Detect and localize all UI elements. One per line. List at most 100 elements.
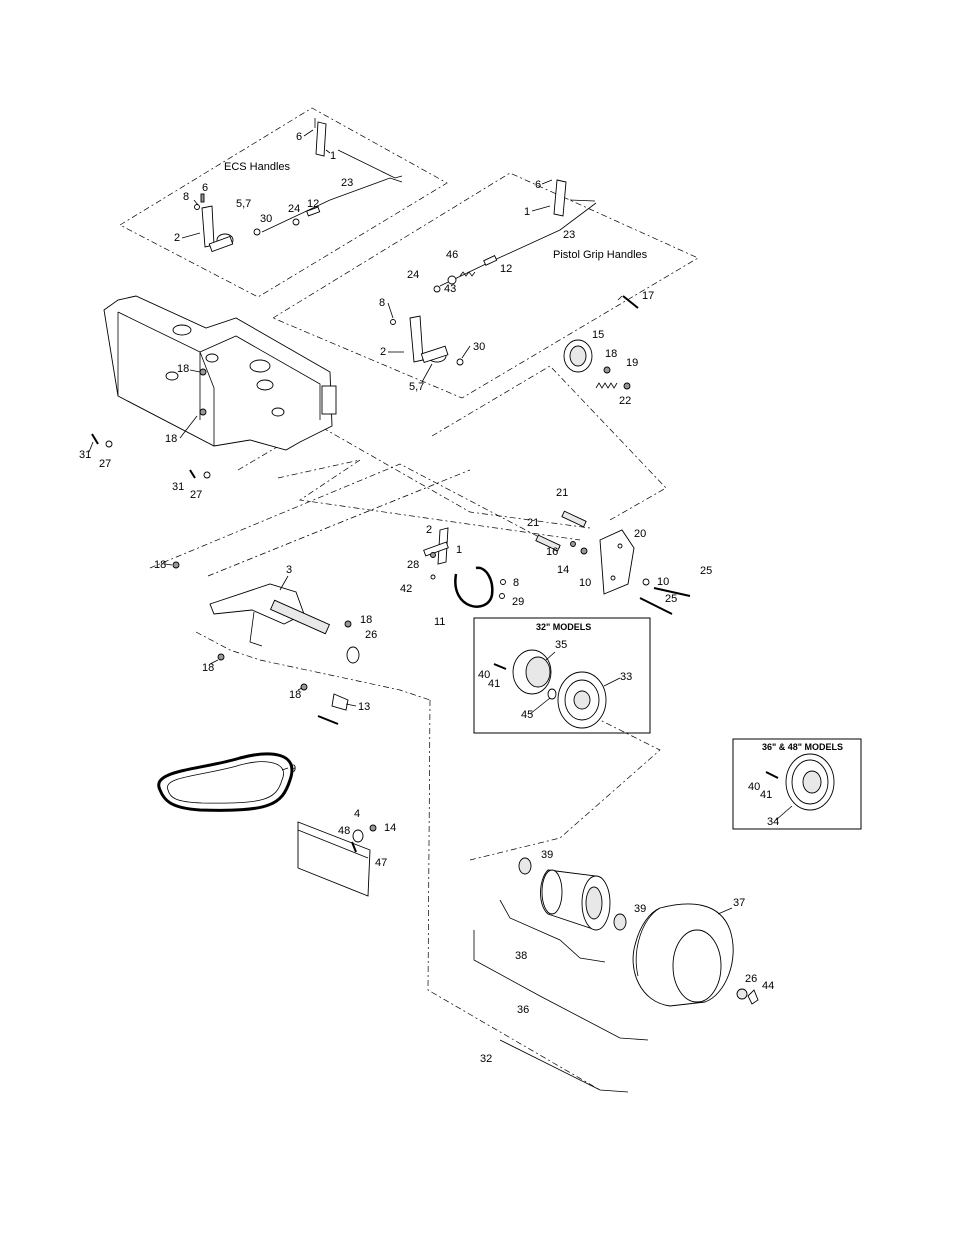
callout: 44: [762, 980, 774, 992]
callout: 12: [500, 263, 512, 275]
callout: 11: [434, 616, 445, 628]
callout: 8: [183, 191, 189, 203]
callout: 26: [365, 629, 377, 641]
callout: 19: [626, 357, 638, 369]
callout: 41: [488, 678, 500, 690]
ecs-handles-title: ECS Handles: [224, 161, 291, 173]
frame: [104, 296, 332, 450]
callout: 6: [296, 131, 302, 143]
callout: 29: [512, 596, 524, 608]
callout: 18: [202, 662, 214, 674]
bushing-39a: [519, 858, 531, 874]
pistol-handle-upper: [554, 180, 566, 216]
callout: 46: [446, 249, 458, 261]
pistol-rod: [440, 203, 596, 286]
callout: 5,7: [409, 381, 424, 393]
bushing-39b: [614, 914, 626, 930]
ecs-panel-outline: [120, 108, 447, 297]
drive-lever-assembly: 18 3 18 26 18 18 13: [154, 559, 377, 724]
callout: 33: [620, 671, 632, 683]
callout: 3: [286, 564, 292, 576]
callout: 18: [605, 348, 617, 360]
models-36-48-group: 36" & 48" MODELS 40 41 34: [733, 739, 861, 829]
callout: 18: [289, 689, 301, 701]
callout: 37: [733, 897, 745, 909]
ecs-bracket: [202, 206, 214, 247]
callout: 48: [338, 825, 350, 837]
callout: 43: [444, 283, 456, 295]
callout: 20: [634, 528, 646, 540]
callout: 10: [579, 577, 591, 589]
callout: 18: [165, 433, 177, 445]
ecs-handle-upper: [316, 122, 326, 156]
callout: 4: [354, 808, 360, 820]
callout: 5,7: [236, 198, 251, 210]
callout: 22: [619, 395, 631, 407]
models-36-48-title: 36" & 48" MODELS: [762, 742, 843, 752]
pistol-grip-title: Pistol Grip Handles: [553, 249, 648, 261]
callout: 31: [172, 481, 184, 493]
pistol-grip-handles-group: Pistol Grip Handles 6 1 23 46 24 43 12 8: [273, 173, 698, 407]
callout: 6: [535, 179, 541, 191]
callout: 8: [379, 297, 385, 309]
callout: 28: [407, 559, 419, 571]
callout: 41: [760, 789, 772, 801]
callout: 39: [634, 903, 646, 915]
callout: 6: [202, 182, 208, 194]
callout: 35: [555, 639, 567, 651]
callout: 18: [154, 559, 166, 571]
callout: 24: [407, 269, 419, 281]
callout: 1: [456, 544, 462, 556]
pistol-bracket: [410, 316, 423, 362]
models-32-title: 32" MODELS: [536, 622, 591, 632]
callout: 1: [330, 150, 336, 162]
callout: 15: [592, 329, 604, 341]
callout: 9: [290, 763, 296, 775]
mount-plate: [600, 530, 634, 594]
ecs-rod: [262, 178, 402, 232]
brake-band: [455, 568, 492, 607]
callout: 8: [513, 577, 519, 589]
callout: 2: [380, 346, 386, 358]
callout: 36: [517, 1004, 529, 1016]
callout: 42: [400, 583, 412, 595]
scraper-group: 4 48 14 47: [298, 808, 396, 896]
callout: 1: [524, 206, 530, 218]
callout: 13: [358, 701, 370, 713]
callout: 23: [563, 229, 575, 241]
models-32-group: 32" MODELS 35 40 41 33 45: [474, 618, 650, 733]
callout: 25: [700, 565, 712, 577]
callout: 21: [527, 517, 539, 529]
frame-assembly: 18 18 31 27 31 27: [79, 296, 336, 501]
callout: 2: [426, 524, 432, 536]
callout: 25: [665, 593, 677, 605]
callout: 16: [546, 546, 558, 558]
callout: 18: [360, 614, 372, 626]
callout-leaders: [89, 130, 792, 914]
spring: [596, 383, 617, 388]
callout: 47: [375, 857, 387, 869]
callout: 2: [174, 232, 180, 244]
ecs-handles-group: ECS Handles 6 1 8 6 5,7 30 24 12 23 2: [120, 108, 447, 297]
callout: 34: [767, 816, 779, 828]
callout: 23: [341, 177, 353, 189]
callout: 39: [541, 849, 553, 861]
callout: 18: [177, 363, 189, 375]
callout: 30: [473, 341, 485, 353]
callout: 12: [307, 198, 319, 210]
callout: 10: [657, 576, 669, 588]
callout: 26: [745, 973, 757, 985]
callout: 21: [556, 487, 568, 499]
callout: 27: [99, 458, 111, 470]
leader-lines: [150, 366, 666, 1090]
callout: 40: [748, 781, 760, 793]
callout: 24: [288, 203, 300, 215]
clip-13: [332, 694, 348, 710]
axle-bracket-assembly: 21 21 16 20 14 10 10 25 25: [527, 487, 712, 614]
callout: 30: [260, 213, 272, 225]
callout: 27: [190, 489, 202, 501]
callout: 38: [515, 950, 527, 962]
callout: 17: [642, 290, 654, 302]
callout: 14: [384, 822, 396, 834]
